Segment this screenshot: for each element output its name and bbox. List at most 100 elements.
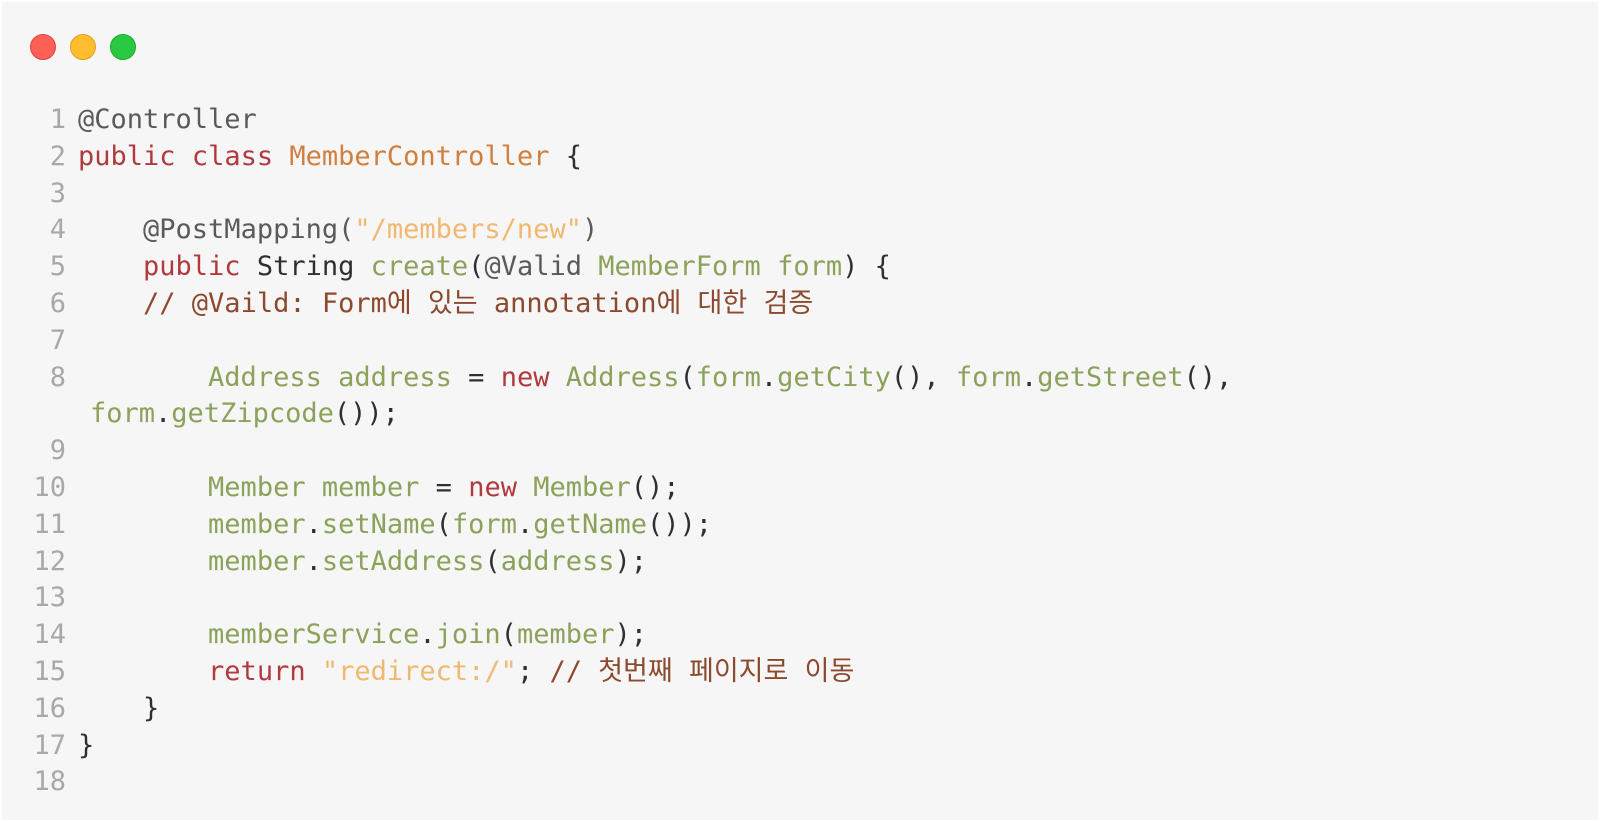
line-number: 12	[33, 545, 66, 577]
code-token: {	[549, 140, 582, 172]
line-text: Member member = new Member();	[78, 470, 680, 507]
code-token: form	[777, 251, 843, 283]
code-line: 13	[2, 580, 1232, 617]
code-line: 15 return "redirect:/"; // 첫번째 페이지로 이동	[2, 654, 1232, 691]
code-token: "redirect:/"	[321, 655, 517, 687]
code-line: 14 memberService.join(member);	[2, 617, 1232, 654]
code-token: );	[614, 545, 647, 577]
line-text: member.setAddress(address);	[78, 544, 647, 581]
code-token: public	[78, 140, 176, 172]
line-text: @Controller	[78, 102, 257, 139]
code-line-wrap: form.getZipcode());	[2, 396, 1232, 433]
code-token: Member	[533, 471, 631, 503]
code-token	[761, 251, 777, 282]
line-number: 9	[49, 435, 66, 467]
zoom-button[interactable]	[110, 34, 136, 60]
code-token: create	[370, 251, 469, 283]
code-token	[306, 656, 322, 687]
line-number: 13	[33, 582, 66, 614]
code-token: String	[240, 251, 371, 283]
code-token	[78, 251, 143, 282]
code-token	[78, 362, 208, 393]
code-token: .	[419, 619, 436, 651]
line-number: 11	[33, 508, 66, 540]
code-token: (	[435, 508, 452, 540]
code-token: .	[305, 545, 322, 577]
code-token: );	[614, 619, 647, 651]
code-token: ());	[647, 508, 713, 540]
line-text: memberService.join(member);	[78, 617, 647, 654]
code-token: "/members/new"	[354, 214, 582, 246]
code-token: getCity	[777, 361, 891, 393]
line-number: 16	[33, 692, 66, 724]
code-token: Address	[208, 361, 322, 393]
line-text: Address address = new Address(form.getCi…	[78, 360, 1232, 397]
code-line: 1 @Controller	[2, 102, 1232, 139]
code-token: join	[435, 619, 501, 651]
minimize-button[interactable]	[70, 34, 96, 60]
code-token: address	[338, 361, 452, 393]
code-line: 18	[2, 764, 1232, 801]
code-token	[78, 546, 208, 577]
code-token: member	[208, 545, 306, 577]
code-token: (	[484, 545, 501, 577]
code-line: 9	[2, 433, 1232, 470]
code-token: .	[305, 508, 322, 540]
code-token: new	[500, 361, 550, 393]
line-number: 6	[49, 287, 66, 319]
code-token	[78, 214, 143, 245]
code-token: setName	[321, 508, 436, 540]
code-token: // @Vaild: Form에 있는 annotation에 대한 검증	[143, 287, 814, 319]
code-token: MemberForm	[598, 251, 761, 283]
code-token: memberService	[208, 619, 420, 651]
line-number: 17	[33, 729, 66, 761]
code-token	[78, 472, 208, 503]
code-token: address	[500, 545, 615, 577]
line-text: // @Vaild: Form에 있는 annotation에 대한 검증	[78, 286, 813, 323]
code-token: }	[78, 692, 160, 724]
code-token	[273, 141, 289, 172]
line-number: 10	[33, 471, 66, 503]
line-text: member.setName(form.getName());	[78, 507, 712, 544]
code-token: new	[468, 471, 517, 503]
code-token: ) {	[842, 251, 891, 283]
code-token: .	[760, 361, 778, 393]
code-token: getStreet	[1037, 361, 1184, 393]
code-token: ;	[516, 655, 550, 687]
code-line: 16 }	[2, 691, 1232, 728]
code-line: 12 member.setAddress(address);	[2, 544, 1232, 581]
code-token: (	[500, 619, 517, 651]
code-token: Member	[208, 471, 306, 503]
code-token: =	[419, 471, 469, 503]
code-token: .	[1020, 361, 1038, 393]
line-number: 2	[49, 140, 66, 172]
code-token	[78, 656, 208, 687]
code-line: 4 @PostMapping("/members/new")	[2, 212, 1232, 249]
code-token: member	[208, 508, 306, 540]
code-token: MemberController	[289, 140, 550, 172]
code-token: form	[451, 508, 517, 540]
line-number: 1	[49, 104, 66, 135]
code-token: member	[516, 619, 615, 651]
code-token: (),	[1183, 361, 1233, 393]
code-token	[176, 141, 192, 172]
code-line: 8 Address address = new Address(form.get…	[2, 360, 1233, 397]
code-token	[78, 288, 143, 319]
line-number: 4	[49, 214, 66, 246]
code-token: getZipcode	[171, 398, 334, 430]
code-line: 3	[2, 176, 1232, 213]
code-token: .	[516, 508, 534, 540]
code-token: .	[155, 398, 172, 430]
code-token: public	[143, 251, 241, 283]
code-token: )	[581, 214, 599, 246]
code-token: // 첫번째 페이지로 이동	[549, 655, 855, 687]
code-token: }	[78, 729, 95, 761]
code-line: 11 member.setName(form.getName());	[2, 507, 1232, 544]
code-token	[549, 362, 565, 393]
code-token: @Valid	[484, 251, 582, 283]
line-number: 15	[33, 655, 66, 687]
close-button[interactable]	[30, 34, 56, 60]
